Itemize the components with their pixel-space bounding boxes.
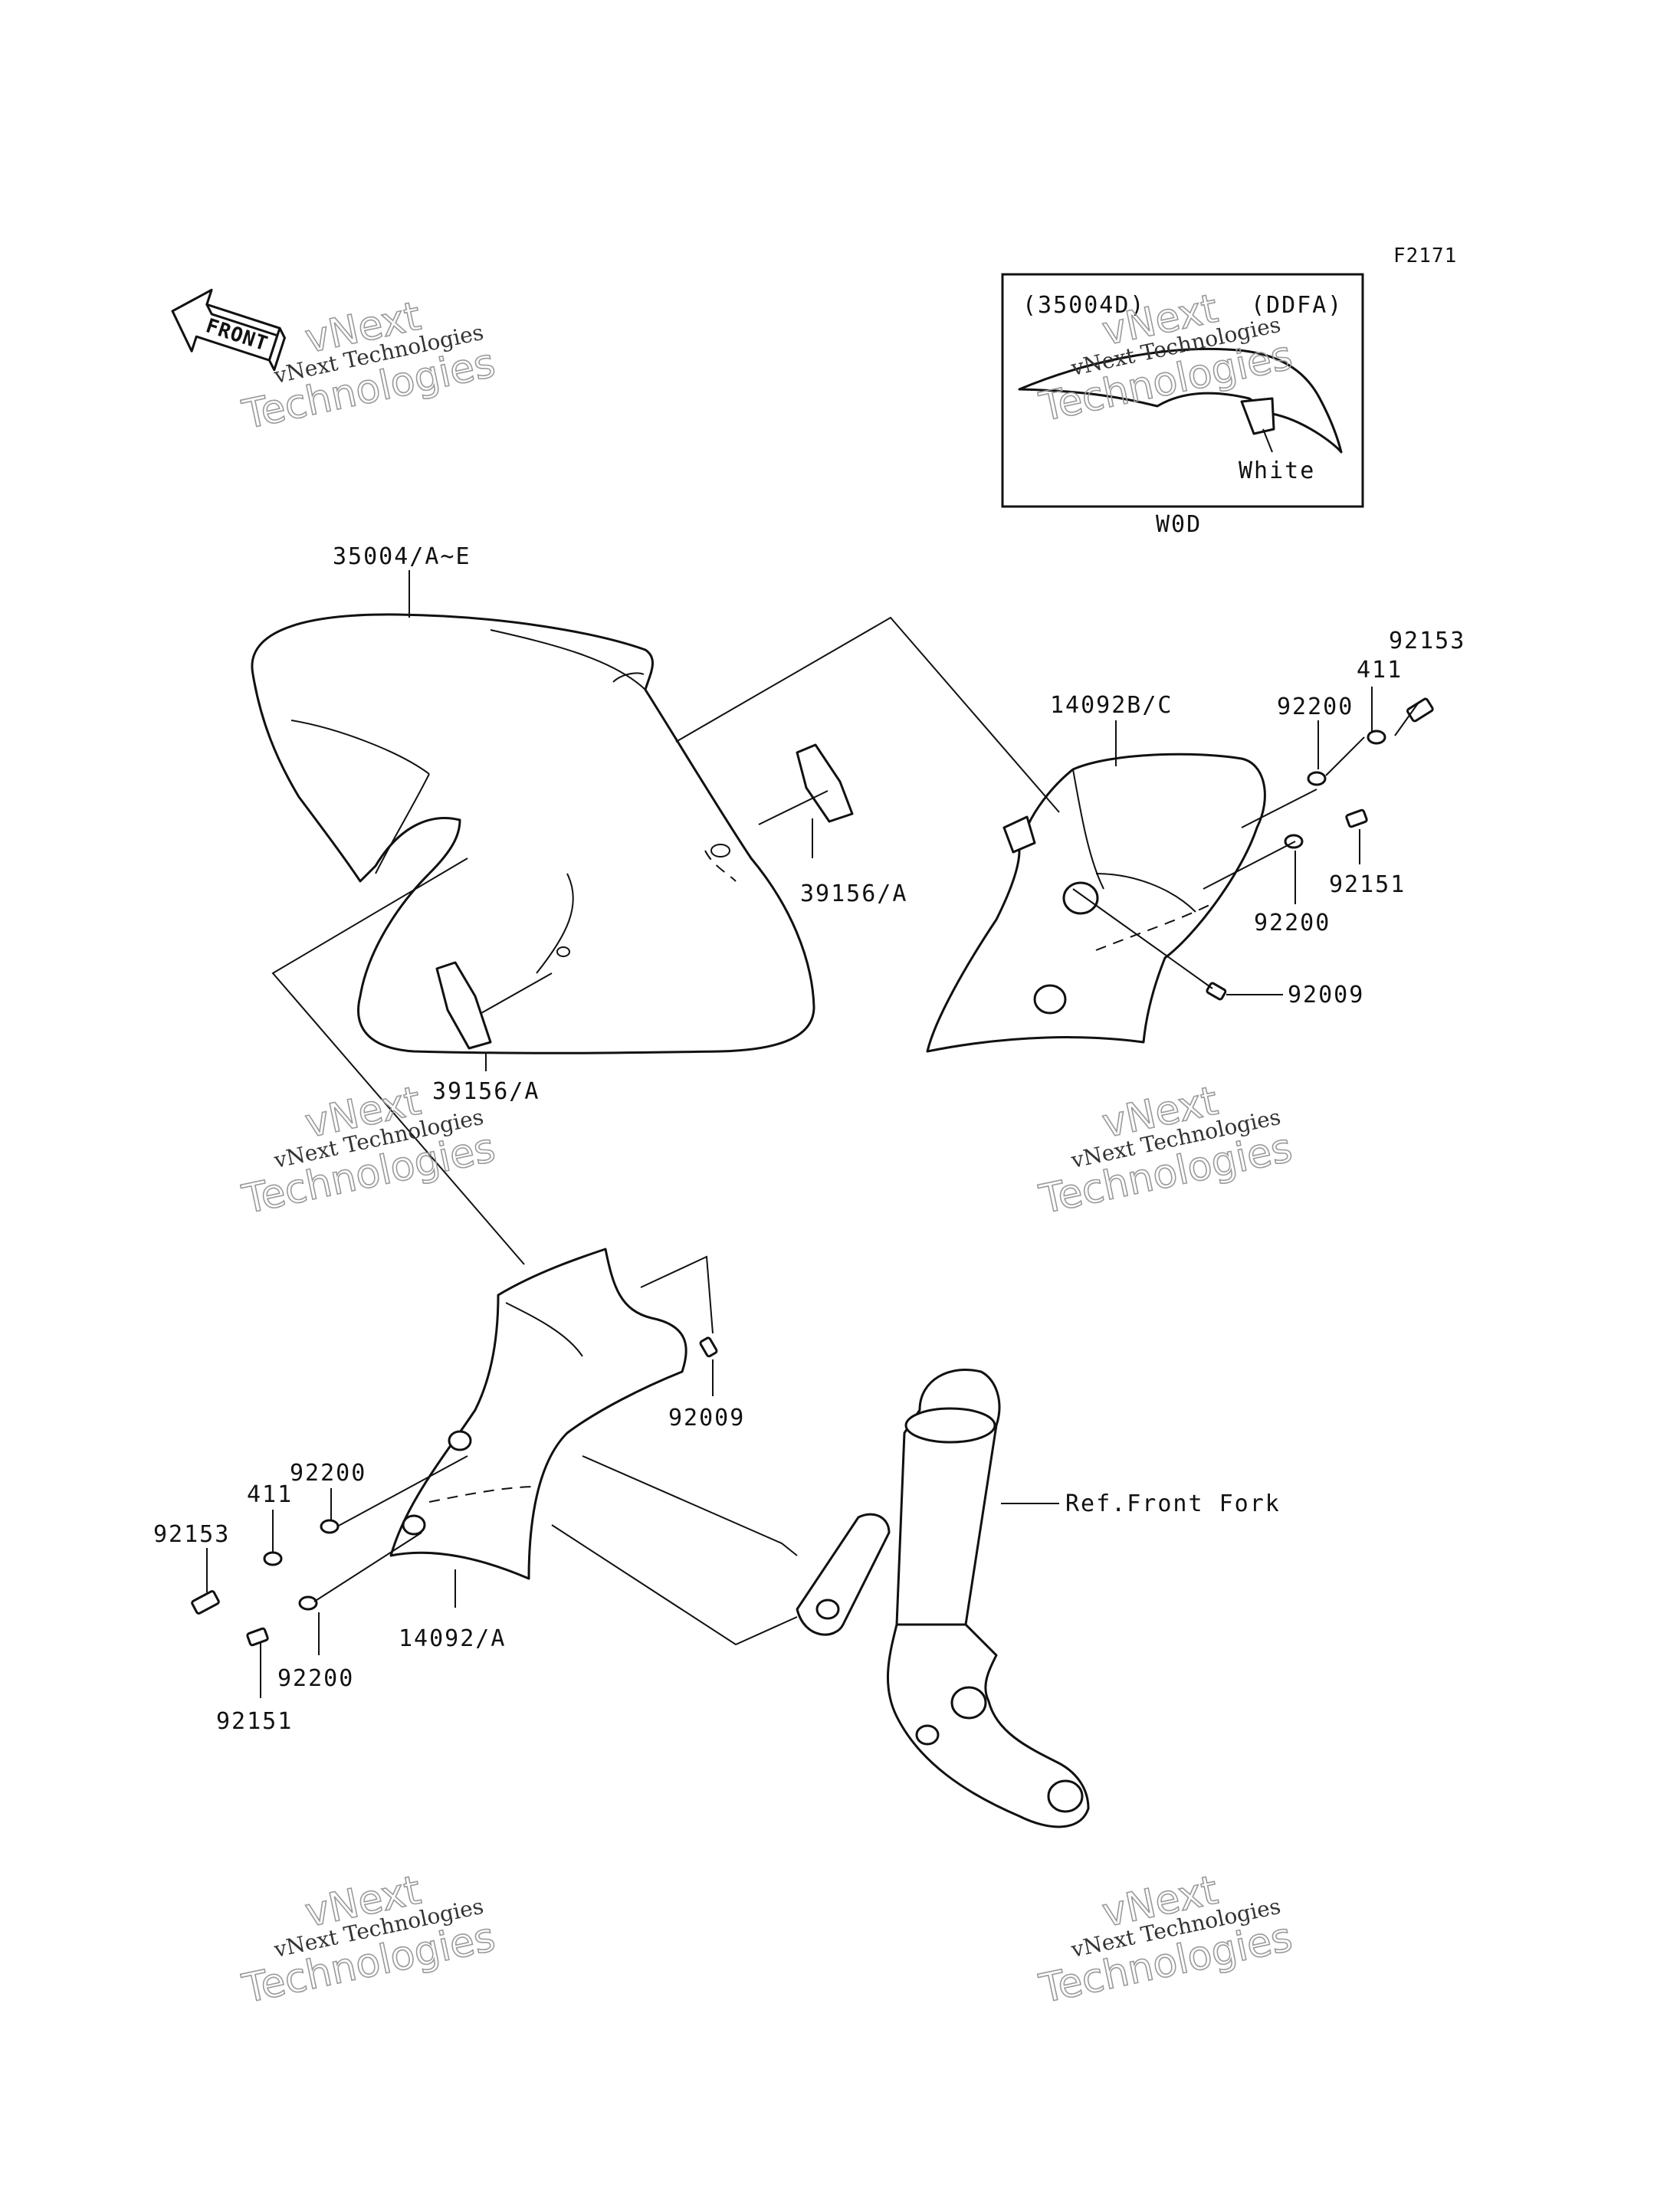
callout-14092bc: 14092B/C xyxy=(1050,692,1173,719)
callout-92153-left: 92153 xyxy=(153,1521,230,1548)
inset-right-code: (DDFA) xyxy=(1251,292,1343,319)
inner-fender-lower xyxy=(389,1248,687,1580)
callout-92009-left: 92009 xyxy=(668,1405,745,1431)
callout-39156-lower: 39156/A xyxy=(432,1078,540,1105)
callout-92151-right: 92151 xyxy=(1329,871,1406,898)
inset-fender-shape xyxy=(1018,347,1343,454)
callout-92200-right-upper: 92200 xyxy=(1277,694,1354,720)
label-sticker-lower xyxy=(435,961,492,1050)
watermark: vNext vNext Technologies Technologies xyxy=(1035,1867,1297,2013)
callout-14092a: 14092/A xyxy=(399,1625,506,1652)
inset-caption: W0D xyxy=(1156,511,1202,538)
callout-92200-right-lower: 92200 xyxy=(1254,910,1331,936)
inner-fender-upper xyxy=(926,753,1266,1053)
figure-code: F2171 xyxy=(1393,244,1457,267)
callout-39156-upper: 39156/A xyxy=(800,880,907,907)
front-fender xyxy=(251,613,815,1054)
watermark: vNext vNext Technologies Technologies xyxy=(238,1867,500,2013)
callout-92200-left-upper: 92200 xyxy=(290,1460,366,1487)
inset-white-tab xyxy=(1240,397,1275,435)
watermark: vNext vNext Technologies Technologies xyxy=(238,293,500,439)
label-sticker-upper xyxy=(796,743,854,823)
callout-411-left: 411 xyxy=(247,1481,293,1508)
callout-92200-left-lower: 92200 xyxy=(277,1665,354,1692)
inset-box: (35004D) (DDFA) White W0D xyxy=(1001,273,1364,538)
front-fork xyxy=(796,1368,1090,1828)
callout-92153-right: 92153 xyxy=(1389,628,1465,654)
callout-92151-left: 92151 xyxy=(216,1708,293,1735)
inset-color-note: White xyxy=(1239,457,1315,484)
callout-35004: 35004/A~E xyxy=(333,543,471,570)
leader-lines xyxy=(206,570,1419,1698)
hardware-left xyxy=(191,1519,340,1647)
callout-92009-right: 92009 xyxy=(1288,982,1364,1008)
watermark: vNext vNext Technologies Technologies xyxy=(1035,1077,1297,1224)
callout-411-right: 411 xyxy=(1357,657,1403,684)
front-arrow-icon: FRONT xyxy=(171,288,286,372)
callout-ref-front-fork: Ref.Front Fork xyxy=(1065,1490,1281,1517)
inset-left-code: (35004D) xyxy=(1022,292,1146,319)
